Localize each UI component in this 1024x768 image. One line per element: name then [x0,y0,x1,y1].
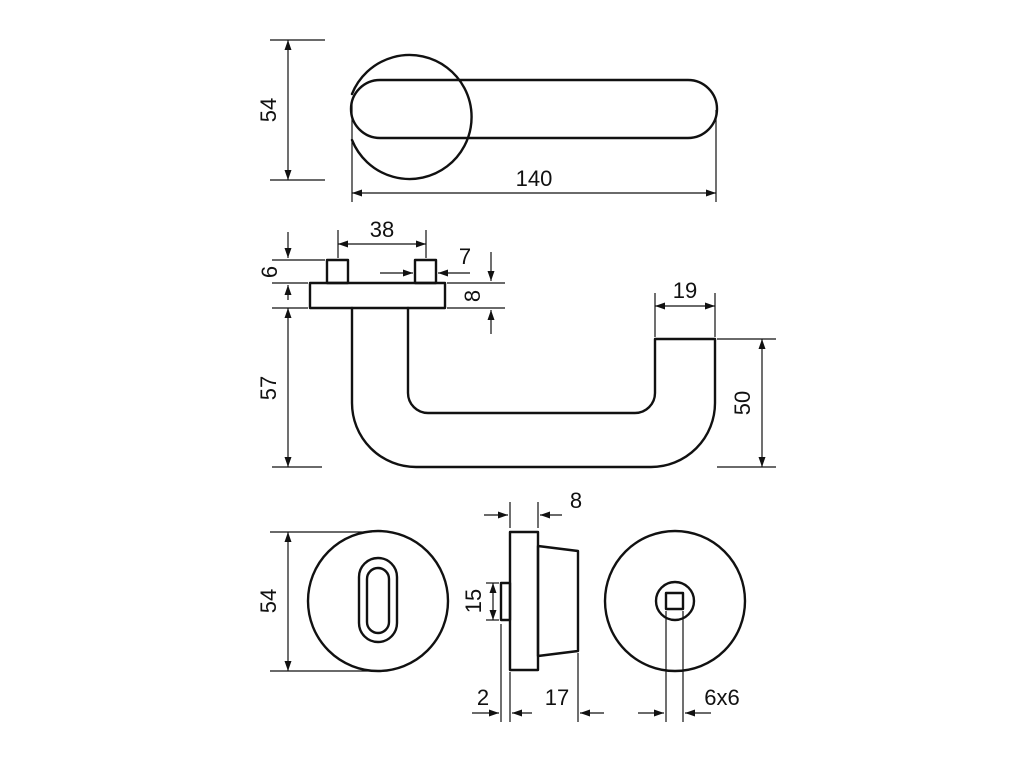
dim-spindle-square: 6x6 [704,685,739,710]
dim-plate-thickness: 8 [460,290,485,302]
dim-lever-projection: 57 [256,376,281,400]
side-lever [350,306,717,469]
dim-lever-end-height: 50 [730,391,755,415]
escutcheon-keyhole-inner [365,566,391,635]
spindle-pin-left [325,258,350,285]
dim-pin-height: 6 [257,266,282,278]
side-view: 38 6 7 8 19 57 50 [256,217,776,469]
top-rose [350,53,473,181]
spindle-hub [654,580,696,622]
dim-escutcheon-plate-thickness: 8 [570,488,582,513]
dim-pin-width: 7 [459,244,471,269]
top-lever [349,78,719,140]
escutcheon-front-view: 54 [256,529,450,673]
top-view: 54 140 [256,39,719,202]
escutcheon-body [536,544,580,658]
spindle-rose-view: 6x6 [603,529,747,722]
escutcheon-rose [306,529,450,673]
base-plate [308,281,447,310]
dim-escutcheon-depth: 17 [545,685,569,710]
escutcheon-keyhole-outer [357,556,399,644]
spindle-square [664,591,685,611]
dim-escutcheon-step: 2 [477,685,489,710]
dim-escutcheon-slot: 15 [461,589,486,613]
spindle-pin-right [413,258,438,285]
escutcheon-plate [508,530,540,672]
spindle-rose [603,529,747,673]
dim-top-rose-diameter: 54 [256,98,281,122]
escutcheon-stub [499,581,512,622]
dim-lever-length: 140 [516,166,553,191]
dim-lever-grip-width: 19 [673,278,697,303]
escutcheon-side-view: 8 15 2 17 [461,488,604,722]
dim-spindle-spacing: 38 [370,217,394,242]
dim-escutcheon-diameter: 54 [256,589,281,613]
